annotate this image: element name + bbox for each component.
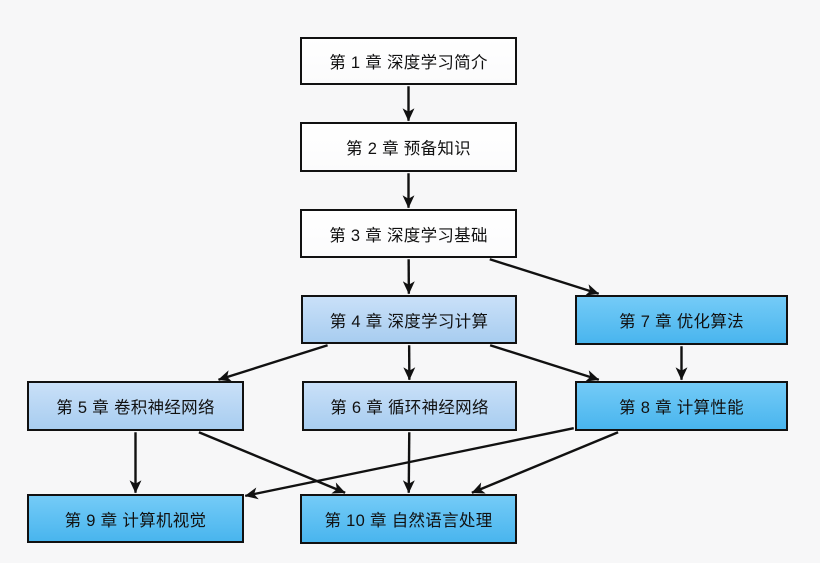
chapter-label: 第 10 章 自然语言处理 bbox=[324, 512, 493, 530]
dependency-arrow-ch4-ch8 bbox=[489, 344, 600, 382]
chapter-label: 第 1 章 深度学习简介 bbox=[329, 54, 488, 72]
chapter-label: 第 8 章 计算性能 bbox=[619, 399, 744, 417]
chapter-label: 第 4 章 深度学习计算 bbox=[329, 312, 489, 331]
chapter-node-ch7: 第 7 章 优化算法 bbox=[575, 295, 788, 345]
chapter-node-ch10: 第 10 章 自然语言处理 bbox=[300, 494, 517, 544]
chapter-node-ch8: 第 8 章 计算性能 bbox=[575, 381, 788, 431]
dependency-arrow-ch8-ch9 bbox=[244, 427, 574, 500]
chapter-node-ch1: 第 1 章 深度学习简介 bbox=[300, 37, 517, 85]
chapter-label: 第 3 章 深度学习基础 bbox=[329, 226, 488, 245]
chapter-node-ch5: 第 5 章 卷积神经网络 bbox=[27, 381, 244, 431]
dependency-arrow-ch5-ch10 bbox=[198, 431, 346, 494]
chapter-node-ch3: 第 3 章 深度学习基础 bbox=[300, 209, 517, 258]
chapter-label: 第 2 章 预备知识 bbox=[346, 140, 471, 158]
chapter-node-ch6: 第 6 章 循环神经网络 bbox=[302, 381, 517, 431]
dependency-arrow-ch8-ch10 bbox=[471, 431, 619, 494]
chapter-node-ch9: 第 9 章 计算机视觉 bbox=[27, 494, 244, 543]
dependency-arrow-ch3-ch7 bbox=[489, 258, 600, 296]
chapter-node-ch2: 第 2 章 预备知识 bbox=[300, 122, 517, 172]
chapter-node-ch4: 第 4 章 深度学习计算 bbox=[301, 295, 517, 344]
chapter-label: 第 6 章 循环神经网络 bbox=[330, 399, 489, 417]
chapter-label: 第 9 章 计算机视觉 bbox=[64, 511, 207, 530]
chapter-label: 第 7 章 优化算法 bbox=[619, 313, 744, 331]
chapter-label: 第 5 章 卷积神经网络 bbox=[56, 399, 215, 417]
dependency-arrow-ch4-ch5 bbox=[218, 344, 328, 382]
